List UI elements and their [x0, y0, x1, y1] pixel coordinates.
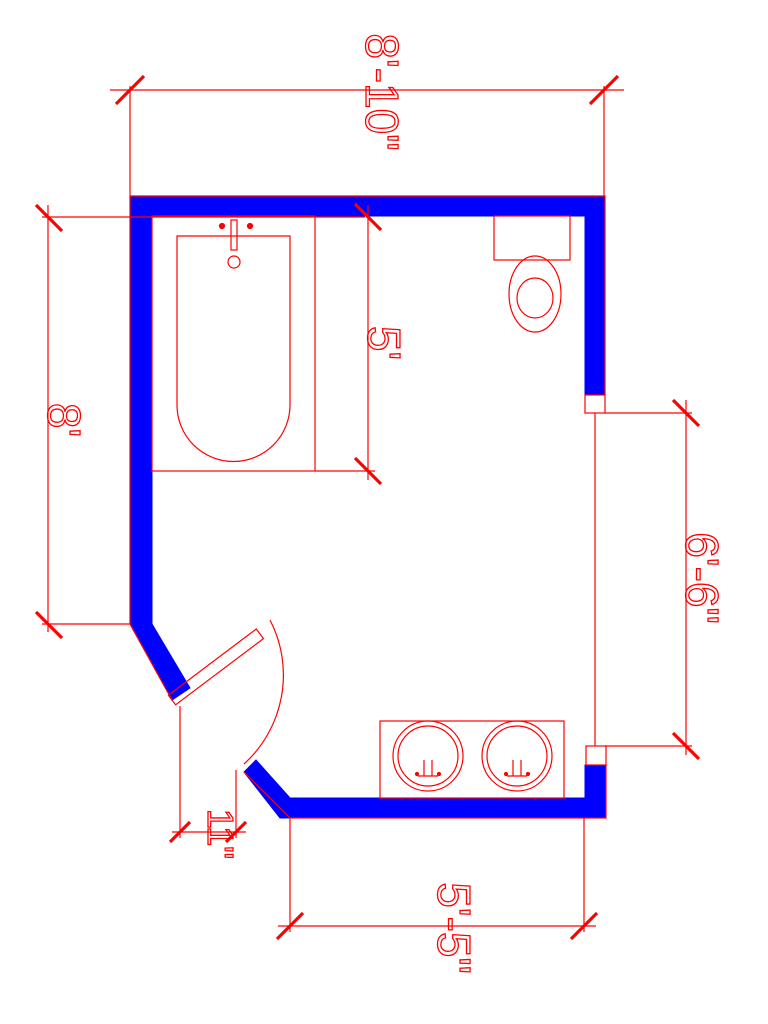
dim-right-label: 6'-6"	[676, 532, 728, 624]
dim-tub-label: 5'	[358, 326, 410, 360]
toilet-seat	[516, 277, 554, 319]
tub-valve-left	[218, 222, 226, 230]
sink-left-dot	[414, 771, 420, 777]
sink-left-dot2	[436, 771, 442, 777]
tick-tub-bottom	[353, 456, 383, 486]
tick-door-left	[168, 820, 192, 844]
wall-bottom-diagonal	[243, 759, 291, 819]
sink-left-outer	[392, 720, 464, 792]
sink-right-inner	[486, 725, 548, 787]
dimension-labels: 8'-10" 8' 5' 6'-6" 5'-5" 11"	[37, 33, 728, 975]
tick-tub-top	[353, 202, 383, 232]
tub-faucet	[230, 219, 238, 251]
tick-right-bottom	[671, 731, 701, 761]
dimension-ticks	[34, 74, 701, 941]
tick-bottom-right	[569, 911, 599, 941]
tub-valve-right	[246, 222, 254, 230]
sink-right-dot2	[525, 771, 531, 777]
sink-right-outer	[481, 720, 553, 792]
wall-right-upper	[584, 195, 606, 396]
tick-left-top	[34, 203, 64, 233]
sink-left-faucet	[418, 760, 438, 777]
wall-left-diagonal	[129, 623, 191, 701]
dim-bottom-label: 5'-5"	[428, 882, 480, 974]
tick-bottom-left	[275, 911, 305, 941]
tub-outer	[151, 215, 316, 472]
tick-top-right	[588, 74, 620, 106]
dim-door-label: 11"	[200, 809, 241, 859]
wall-left	[129, 195, 153, 625]
vanity-counter	[379, 720, 565, 799]
wall-cap-upper	[584, 394, 606, 414]
tub-inner	[176, 235, 291, 463]
tick-left-bottom	[34, 610, 64, 640]
toilet-bowl	[508, 255, 562, 333]
wall-cap-lower	[585, 745, 607, 766]
sink-right-dot	[503, 771, 509, 777]
linework	[42, 86, 692, 932]
wall-bottom	[289, 797, 607, 819]
dim-top-label: 8'-10"	[356, 33, 408, 150]
sink-left-inner	[397, 725, 459, 787]
tick-top-left	[114, 74, 146, 106]
walls	[129, 195, 607, 819]
tub-drain	[227, 255, 241, 269]
door-swing	[243, 619, 284, 765]
tick-door-right	[224, 820, 248, 844]
toilet-tank	[493, 215, 571, 261]
door-leaf	[167, 628, 265, 706]
wall-right-lower	[584, 764, 607, 819]
sink-right-faucet	[507, 760, 527, 777]
tick-right-top	[671, 398, 701, 428]
dim-left-label: 8'	[38, 403, 90, 437]
